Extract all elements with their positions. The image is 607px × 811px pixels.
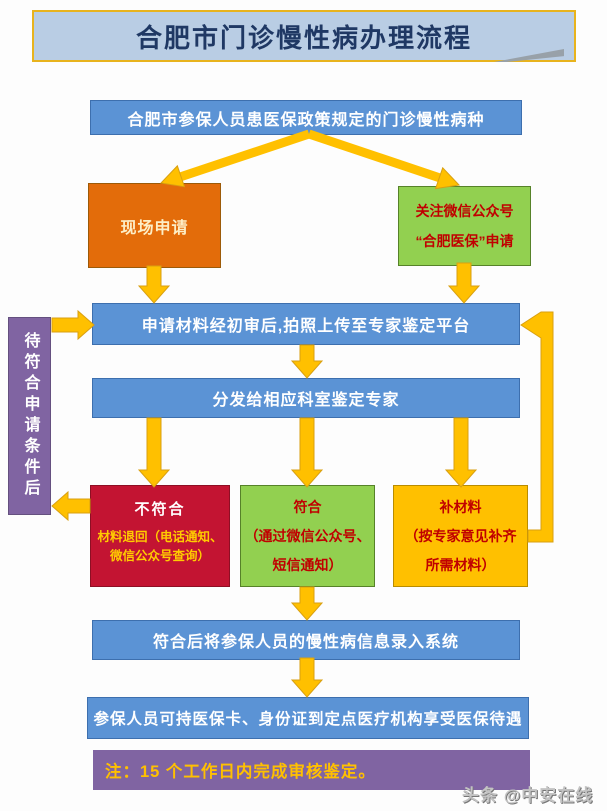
arrow-dispatch-to-reject — [137, 417, 171, 488]
title-banner: 合肥市门诊慢性病办理流程 — [32, 10, 576, 62]
node-disease-types: 合肥市参保人员患医保政策规定的门诊慢性病种 — [90, 100, 522, 135]
watermark: 头条 @中安在线 — [462, 786, 594, 805]
arrow-dispatch-to-pass — [290, 417, 324, 488]
node-pass-title: 符合 — [293, 499, 322, 515]
node-supplement-line2: 所需材料） — [425, 557, 496, 573]
arrow-reject-to-wait — [51, 490, 91, 522]
node-record-system: 符合后将参保人员的慢性病信息录入系统 — [92, 620, 520, 660]
node-onsite-label: 现场申请 — [120, 219, 189, 237]
node-wechat-line1: 关注微信公众号 — [415, 203, 514, 219]
arrow-dispatch-to-supplement — [444, 417, 478, 488]
node-wechat-application: 关注微信公众号 “合肥医保”申请 — [398, 186, 531, 266]
node-record-label: 符合后将参保人员的慢性病信息录入系统 — [152, 634, 459, 651]
arrow-wait-to-upload — [51, 309, 95, 341]
node-wait-label: 待符合申请条件后 — [21, 332, 39, 500]
node-wechat-line2: “合肥医保”申请 — [415, 233, 514, 249]
node-supplement-title: 补材料 — [439, 499, 482, 515]
node-pass-line1: （通过微信公众号、 — [244, 528, 371, 544]
node-upload-label: 申请材料经初审后,拍照上传至专家鉴定平台 — [141, 318, 471, 335]
node-supplement-line1: （按专家意见补齐 — [404, 528, 517, 544]
node-benefit: 参保人员可持医保卡、身份证到定点医疗机构享受医保待遇 — [87, 697, 529, 739]
node-reject-detail: 材料退回（电话通知、 微信公众号查询） — [97, 528, 222, 567]
node-pass-line2: 短信通知） — [272, 557, 343, 573]
node-reject-title: 不符合 — [134, 501, 186, 518]
node-reject-line2: 微信公众号查询） — [109, 549, 210, 564]
arrow-record-to-benefit — [290, 657, 324, 698]
node-wait-conditions: 待符合申请条件后 — [8, 317, 51, 515]
arrow-upload-to-dispatch — [290, 344, 324, 379]
node-upload-to-platform: 申请材料经初审后,拍照上传至专家鉴定平台 — [92, 303, 520, 345]
note-banner: 注：15 个工作日内完成审核鉴定。 — [93, 750, 530, 790]
node-onsite-application: 现场申请 — [88, 183, 221, 268]
arrow-onsite-to-upload — [137, 265, 171, 304]
arrow-split-left — [172, 129, 311, 184]
node-supplement-materials: 补材料 （按专家意见补齐 所需材料） — [393, 485, 528, 587]
node-pass: 符合 （通过微信公众号、 短信通知） — [240, 485, 375, 587]
node-reject: 不符合 材料退回（电话通知、 微信公众号查询） — [90, 485, 230, 587]
note-text: 注：15 个工作日内完成审核鉴定。 — [105, 763, 376, 781]
node-benefit-label: 参保人员可持医保卡、身份证到定点医疗机构享受医保待遇 — [93, 711, 523, 728]
node-dispatch-experts: 分发给相应科室鉴定专家 — [92, 378, 520, 418]
folded-corner-decoration — [494, 49, 564, 62]
node-dispatch-label: 分发给相应科室鉴定专家 — [212, 392, 400, 409]
node-disease-types-label: 合肥市参保人员患医保政策规定的门诊慢性病种 — [127, 111, 485, 129]
page-title: 合肥市门诊慢性病办理流程 — [135, 22, 472, 53]
arrow-wechat-to-upload — [447, 262, 481, 304]
arrow-split-right — [307, 129, 448, 185]
arrow-pass-to-record — [290, 586, 324, 621]
node-reject-line1: 材料退回（电话通知、 — [97, 530, 223, 544]
